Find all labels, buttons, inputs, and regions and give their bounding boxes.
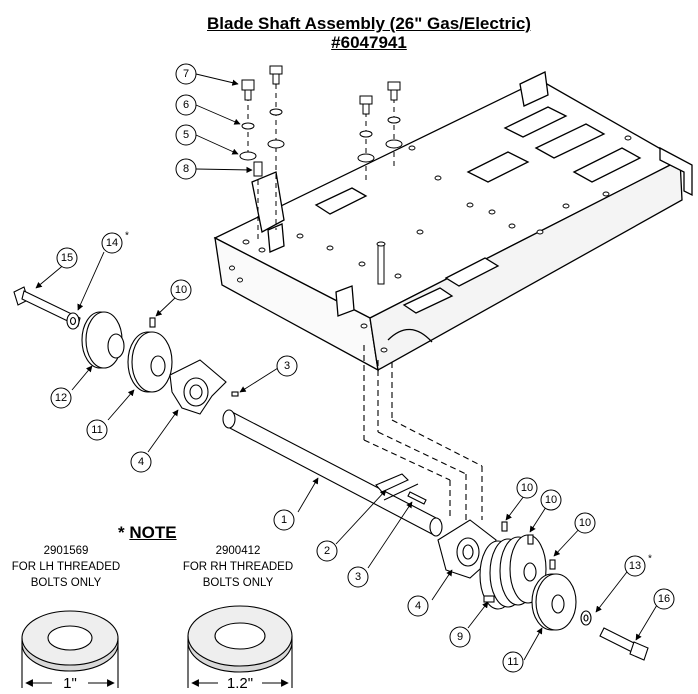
callout-label: 3 bbox=[355, 571, 361, 583]
callout-label: 1 bbox=[281, 514, 287, 526]
callout-12-circle bbox=[50, 387, 72, 409]
diagram-title: Blade Shaft Assembly (26" Gas/Electric) bbox=[207, 14, 531, 33]
callout-13-circle bbox=[624, 555, 646, 577]
callout-label: 8 bbox=[183, 163, 189, 175]
washer-lh-dimension: 1" bbox=[63, 675, 77, 692]
washer-lh-line2: BOLTS ONLY bbox=[30, 577, 102, 589]
callout-15-circle bbox=[56, 247, 78, 269]
assembly-number: #6047941 bbox=[331, 33, 407, 52]
right-parts bbox=[363, 345, 649, 661]
note-heading: * NOTE bbox=[118, 523, 177, 543]
callout-5-circle bbox=[175, 124, 197, 146]
callout-6-circle bbox=[175, 94, 197, 116]
washer-lh-part-number: 2901569 bbox=[43, 545, 89, 557]
callout-10a-circle bbox=[170, 279, 192, 301]
washer-rh-line2: BOLTS ONLY bbox=[202, 577, 274, 589]
washer-rh-dimension: 1.2" bbox=[227, 675, 253, 692]
callout-11b-circle bbox=[502, 651, 524, 673]
callout-label: 12 bbox=[55, 392, 67, 404]
washer-rh-part-number: 2900412 bbox=[215, 545, 261, 557]
callout-label: 7 bbox=[183, 68, 189, 80]
callout-10c-circle bbox=[540, 489, 562, 511]
callout-labels: 7 6 5 8 15 14 10 12 11 3 4 1 2 3 4 9 10 … bbox=[55, 68, 670, 668]
callout-label: 14 bbox=[106, 237, 118, 249]
note-label: NOTE bbox=[129, 523, 177, 542]
callout-label: 11 bbox=[91, 424, 102, 436]
callout-label: 11 bbox=[507, 656, 518, 668]
callout-label: 10 bbox=[521, 482, 533, 494]
washer-rh-line1: FOR RH THREADED bbox=[182, 561, 294, 573]
callout-label: 3 bbox=[284, 360, 290, 372]
left-parts bbox=[13, 286, 239, 415]
callout-label: 16 bbox=[658, 593, 670, 605]
callout-label: 10 bbox=[175, 284, 187, 296]
callout-4b-circle bbox=[407, 595, 429, 617]
callout-8-circle bbox=[175, 158, 197, 180]
callout-10b-circle bbox=[516, 477, 538, 499]
callout-16-circle bbox=[653, 588, 675, 610]
callout-1-circle bbox=[273, 509, 295, 531]
washer-lh-label: 2901569 FOR LH THREADED BOLTS ONLY bbox=[0, 543, 132, 591]
blade-shaft bbox=[222, 409, 443, 537]
callout-9-circle bbox=[449, 626, 471, 648]
callout-label: 15 bbox=[61, 252, 73, 264]
callout-3b-circle bbox=[347, 566, 369, 588]
washer-lh-drawing bbox=[21, 610, 119, 688]
washer-rh-label: 2900412 FOR RH THREADED BOLTS ONLY bbox=[168, 543, 308, 591]
callout-7-circle bbox=[175, 63, 197, 85]
washer-lh-line1: FOR LH THREADED bbox=[11, 561, 121, 573]
callout-label: 5 bbox=[183, 129, 189, 141]
callout-bubbles bbox=[50, 63, 675, 673]
hardware-stack bbox=[239, 65, 403, 285]
callout-label: 13 bbox=[629, 560, 641, 572]
callout-label: 10 bbox=[545, 494, 557, 506]
note-asterisk: * bbox=[118, 523, 125, 542]
callout-label: 10 bbox=[579, 517, 591, 529]
deck-holes bbox=[229, 135, 632, 353]
callout-10d-circle bbox=[574, 512, 596, 534]
callout-14-circle bbox=[101, 232, 123, 254]
callout-2-circle bbox=[316, 540, 338, 562]
callout-label: 6 bbox=[183, 99, 189, 111]
callout-star: * bbox=[648, 554, 652, 565]
washer-rh-drawing bbox=[187, 605, 293, 688]
callout-11a-circle bbox=[86, 419, 108, 441]
callout-leaders bbox=[35, 73, 661, 661]
callout-label: 9 bbox=[457, 631, 463, 643]
callout-label: 4 bbox=[415, 600, 421, 612]
callout-star: * bbox=[125, 231, 129, 242]
deck-frame bbox=[213, 71, 693, 372]
callout-label: 2 bbox=[324, 545, 330, 557]
callout-4a-circle bbox=[130, 451, 152, 473]
callout-3a-circle bbox=[276, 355, 298, 377]
callout-label: 4 bbox=[138, 456, 144, 468]
